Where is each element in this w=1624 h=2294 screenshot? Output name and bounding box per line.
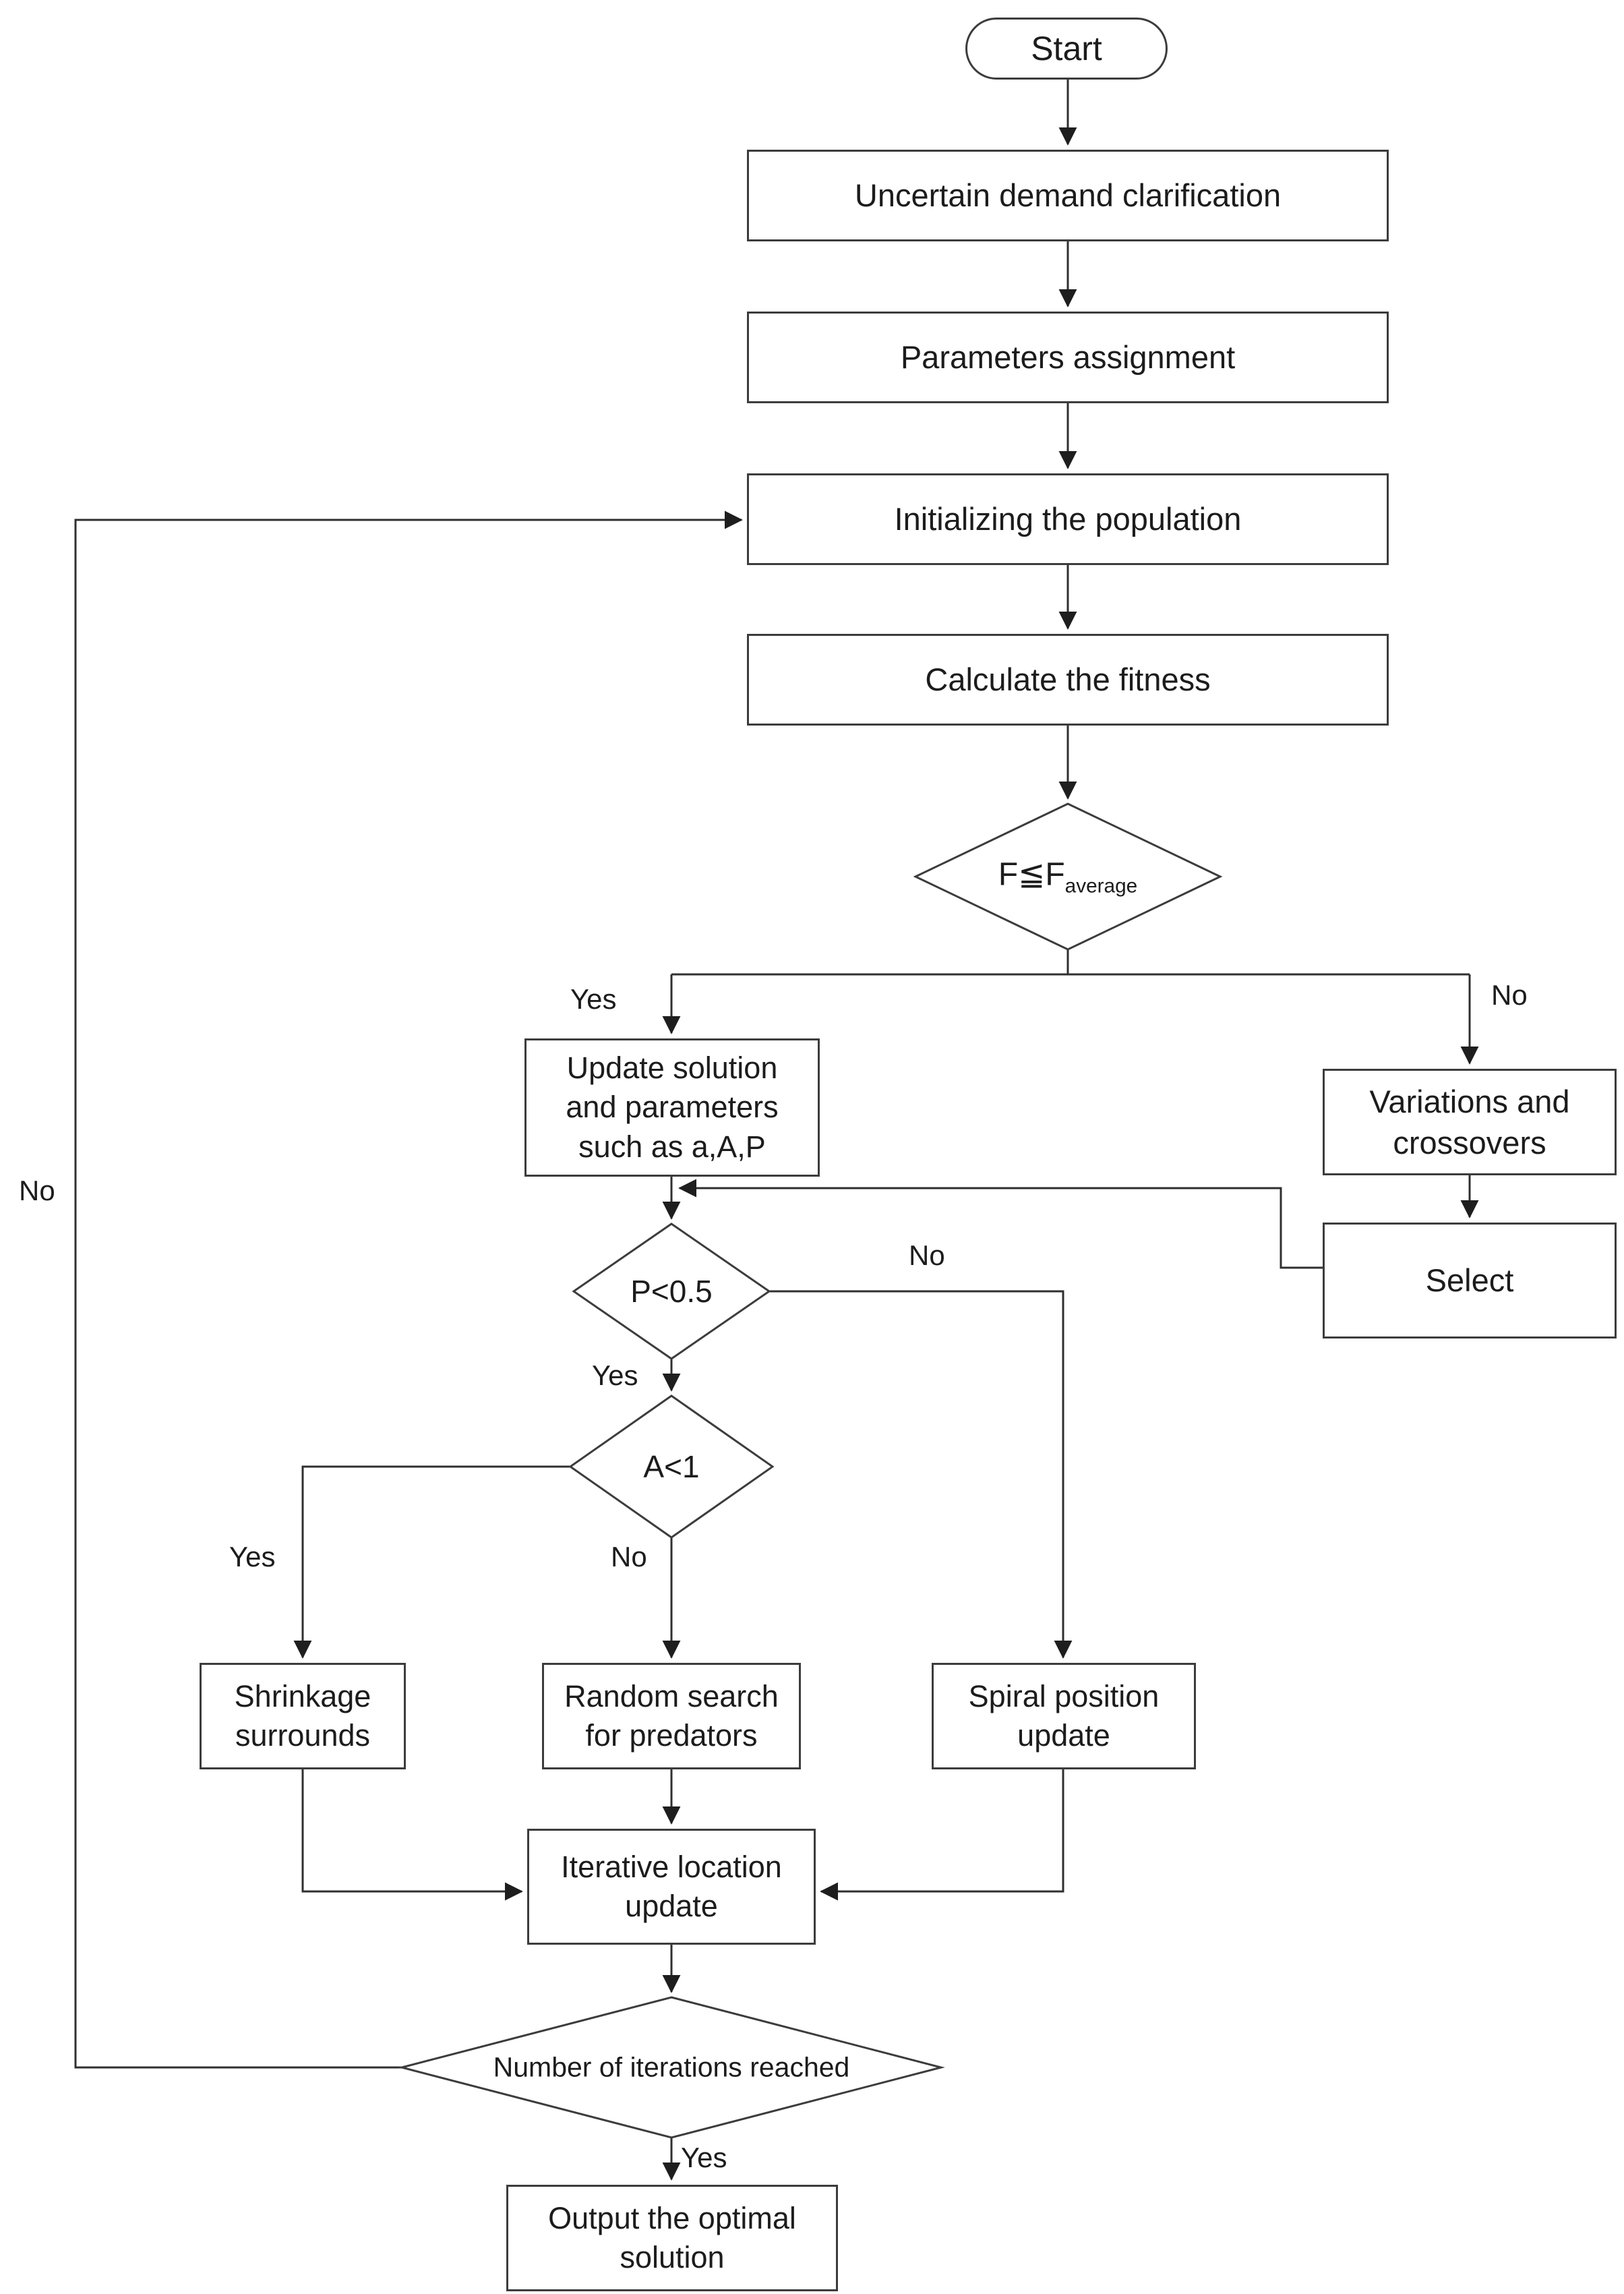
edge-shrinkage-to-iterative (301, 1769, 523, 1901)
process-iterative-location-update: Iterative location update (527, 1829, 816, 1945)
decision-iterations-check-label: Number of iterations reached (493, 2051, 850, 2083)
process-shrinkage-surrounds: Shrinkage surrounds (200, 1663, 406, 1769)
process-spiral-position-update: Spiral position update (932, 1663, 1196, 1769)
decision-a-check-shape (568, 1394, 775, 1539)
edge-pcheck-no-to-spiral (769, 1290, 1073, 1659)
edge-acheck-yes-to-shrinkage (293, 1465, 570, 1659)
branch-label-f-yes: Yes (570, 983, 617, 1015)
f-check-subscript: average (1064, 875, 1138, 898)
branch-label-loop-no: No (19, 1175, 55, 1206)
process-random-search: Random search for predators (542, 1663, 801, 1769)
branch-label-p-yes: Yes (592, 1359, 638, 1391)
edge-ncheck-no-loop-to-init (74, 510, 743, 2069)
branch-label-a-yes: Yes (229, 1541, 276, 1572)
decision-f-check-shape (913, 802, 1223, 951)
branch-label-a-no: No (611, 1541, 647, 1572)
decision-p-check-shape (572, 1223, 771, 1360)
process-calculate-fitness: Calculate the fitness (747, 634, 1389, 726)
decision-p-check-label: P<0.5 (630, 1274, 713, 1309)
decision-iterations-check-shape (398, 1996, 945, 2139)
process-select: Select (1323, 1223, 1617, 1339)
decision-a-check-label: A<1 (643, 1449, 700, 1484)
edge-spiral-to-iterative (820, 1769, 1064, 1901)
process-initializing-population: Initializing the population (747, 473, 1389, 565)
process-output-optimal-solution: Output the optimal solution (506, 2185, 838, 2291)
process-update-solution: Update solution and parameters such as a… (524, 1038, 820, 1177)
process-parameters-assignment: Parameters assignment (747, 312, 1389, 403)
f-check-main: F≦F (998, 856, 1065, 893)
branch-label-p-no: No (909, 1239, 945, 1271)
branch-label-iterations-yes: Yes (681, 2142, 727, 2173)
edge-fcheck-split (671, 949, 1470, 976)
edge-select-feedback (678, 1179, 1323, 1269)
process-uncertain-demand: Uncertain demand clarification (747, 150, 1389, 241)
branch-label-f-no: No (1491, 979, 1528, 1011)
process-variations-crossovers: Variations and crossovers (1323, 1069, 1617, 1175)
start-node: Start (965, 18, 1168, 80)
decision-f-check-label: F≦Faverage (998, 856, 1137, 898)
